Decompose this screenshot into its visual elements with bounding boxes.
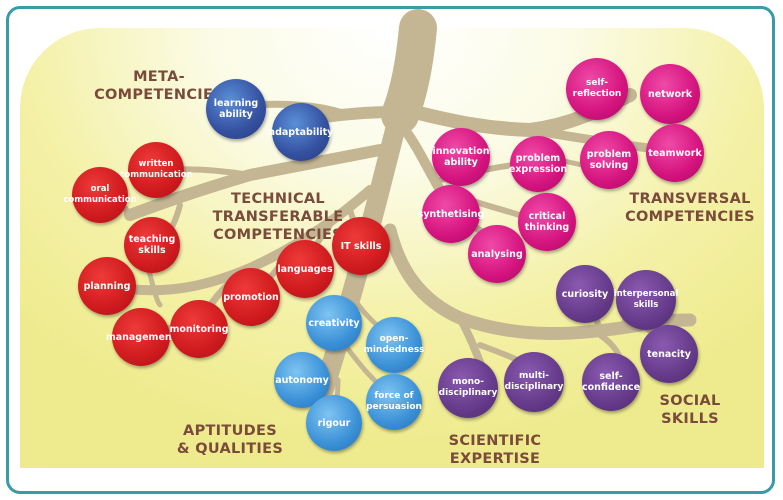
node-problem-expression: problem expression	[509, 136, 567, 192]
category-meta-competencies: META- COMPETENCIES	[94, 69, 224, 103]
node-rigour: rigour	[306, 395, 362, 451]
node-monitoring: monitoring	[169, 300, 229, 358]
node-adaptability: adaptability	[269, 103, 333, 161]
node-curiosity: curiosity	[556, 265, 614, 323]
node-innovation-ability: innovation ability	[432, 128, 490, 186]
node-teaching-skills: teaching skills	[124, 217, 180, 273]
node-force-of-persuasion: force of persuasion	[366, 374, 422, 430]
node-planning: planning	[78, 257, 136, 315]
category-scientific-expertise: SCIENTIFIC EXPERTISE	[448, 433, 542, 467]
node-creativity: creativity	[306, 295, 362, 351]
node-learning-ability: learning ability	[206, 79, 266, 139]
node-management: management	[106, 308, 176, 366]
node-it-skills: IT skills	[332, 217, 390, 275]
node-self-confidence: self- confidence	[582, 353, 640, 411]
node-open-mindedness: open- mindedness	[363, 317, 425, 373]
node-interpersonal-skills: interpersonal skills	[614, 270, 678, 330]
node-self-reflection: self-reflection	[566, 58, 628, 120]
category-social-skills: SOCIAL SKILLS	[659, 393, 721, 427]
node-teamwork: teamwork	[646, 124, 704, 182]
node-tenacity: tenacity	[640, 325, 698, 383]
node-mono-disciplinary: mono- disciplinary	[438, 358, 498, 418]
node-promotion: promotion	[222, 268, 280, 326]
node-oral-communication: oral communication	[63, 167, 137, 223]
node-problem-solving: problem solving	[580, 131, 638, 189]
category-aptitudes-qualities: APTITUDES & QUALITIES	[176, 423, 284, 457]
node-multi-disciplinary: multi- disciplinary	[504, 352, 564, 412]
node-synthetising: synthetising	[418, 185, 484, 243]
node-languages: languages	[276, 240, 334, 298]
node-critical-thinking: critical thinking	[518, 193, 576, 251]
node-network: network	[640, 64, 700, 124]
category-technical-transferable: TECHNICAL TRANSFERABLE COMPETENCIES	[212, 191, 344, 243]
node-written-communication: written communication	[119, 142, 193, 198]
node-analysing: analysing	[468, 225, 526, 283]
category-transversal: TRANSVERSAL COMPETENCIES	[625, 191, 755, 225]
